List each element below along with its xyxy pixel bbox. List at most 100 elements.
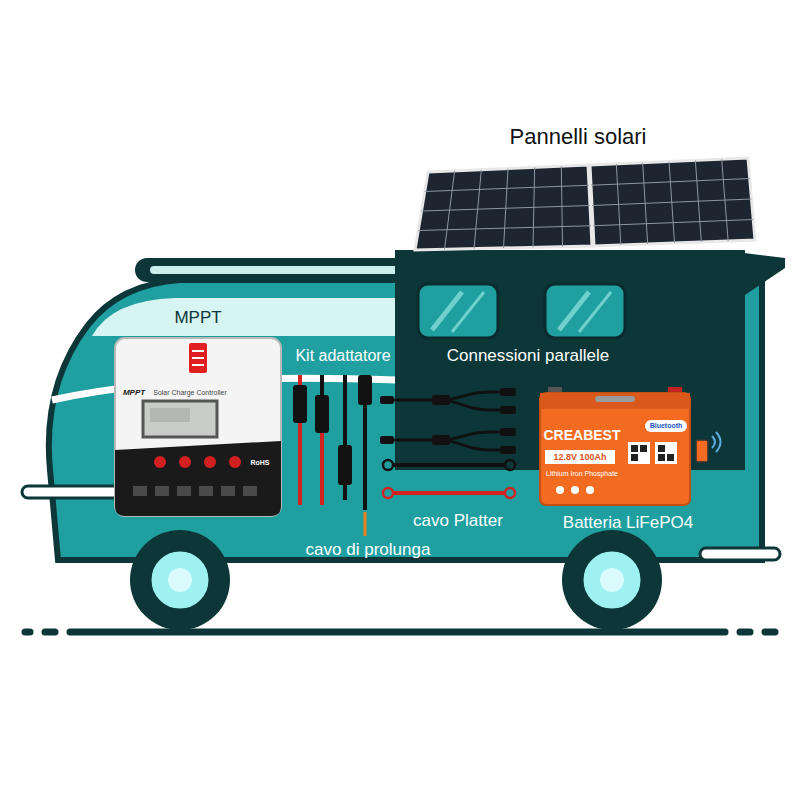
mc4-plug xyxy=(380,396,394,404)
title-label: Pannelli solari xyxy=(510,124,647,149)
battery xyxy=(595,396,635,402)
battery xyxy=(645,420,687,432)
battery-cable xyxy=(393,463,505,467)
phone-icon xyxy=(712,436,715,448)
panel-cell-line xyxy=(591,179,750,186)
panel-cell-line xyxy=(425,185,589,191)
device-text: Bluetooth xyxy=(650,422,683,430)
mc4-plug xyxy=(500,428,516,436)
mc4-plug xyxy=(500,388,516,396)
battery xyxy=(540,393,690,505)
adapter-cable xyxy=(363,405,367,510)
charge-controller xyxy=(192,364,204,366)
mc4-plug xyxy=(432,395,450,405)
part-label: cavo di prolunga xyxy=(306,540,431,560)
panel-cell-line xyxy=(593,220,753,226)
charge-controller xyxy=(115,338,281,516)
charge-controller xyxy=(133,486,147,496)
phone-icon xyxy=(696,432,721,462)
adapter-cable xyxy=(320,433,324,505)
battery xyxy=(540,387,690,505)
pop-up-roof xyxy=(395,250,745,470)
van-body xyxy=(150,266,405,274)
panel-cell-line xyxy=(592,199,752,206)
device-text: MPPT xyxy=(123,388,145,397)
wheel xyxy=(562,530,662,630)
charge-controller xyxy=(143,401,217,437)
battery xyxy=(631,445,638,452)
ground-line xyxy=(740,629,750,636)
battery-cable xyxy=(505,460,515,470)
pop-up-roof xyxy=(579,292,611,332)
battery xyxy=(586,486,594,494)
battery xyxy=(658,454,665,461)
battery-cable xyxy=(383,460,515,498)
battery xyxy=(667,454,674,461)
van-body xyxy=(700,548,780,560)
mc4-plug xyxy=(432,435,450,445)
parallel-connector xyxy=(390,392,505,450)
pop-up-roof xyxy=(395,250,785,470)
wheel xyxy=(600,568,624,592)
battery-cable xyxy=(393,491,505,495)
part-label: Connessioni parallele xyxy=(447,346,610,366)
battery-cable xyxy=(383,460,393,470)
battery-cable xyxy=(505,488,515,498)
charge-controller xyxy=(229,456,241,468)
charge-controller xyxy=(150,408,190,422)
battery xyxy=(628,442,650,464)
mc4-plug xyxy=(380,388,516,454)
part-label: Kit adattatore xyxy=(295,347,390,365)
solar-panel xyxy=(590,158,755,246)
part-label: Batteria LiFePO4 xyxy=(563,513,693,533)
solar-panel xyxy=(415,158,755,250)
phone-icon xyxy=(696,440,708,462)
wheel xyxy=(168,568,192,592)
battery xyxy=(658,445,665,452)
battery xyxy=(540,393,690,409)
device-text: RoHS xyxy=(250,459,269,467)
charge-controller xyxy=(154,456,166,468)
charge-controller xyxy=(243,486,257,496)
pop-up-roof xyxy=(545,284,625,338)
pop-up-roof xyxy=(418,284,498,338)
charge-controller xyxy=(115,441,281,516)
pop-up-roof xyxy=(452,292,484,332)
charge-controller xyxy=(192,350,204,352)
phone-icon xyxy=(716,432,721,452)
mc4-plug xyxy=(380,436,394,444)
wheel xyxy=(150,550,210,610)
battery xyxy=(640,445,647,452)
wheel xyxy=(130,530,662,630)
leader-line xyxy=(365,512,366,536)
part-label: cavo Platter xyxy=(413,511,503,531)
charge-controller xyxy=(115,338,281,516)
battery xyxy=(631,454,638,461)
ground-line xyxy=(70,629,725,636)
solar-panel xyxy=(415,165,592,250)
panel-cell-line xyxy=(418,226,591,231)
charge-controller xyxy=(221,486,235,496)
mc4-plug xyxy=(500,406,516,414)
wheel xyxy=(582,550,642,610)
charge-controller xyxy=(199,486,213,496)
battery xyxy=(545,450,615,464)
charge-controller xyxy=(179,456,191,468)
adapter-cable xyxy=(293,385,307,423)
battery xyxy=(571,486,579,494)
ground-line xyxy=(765,629,775,636)
part-label: MPPT xyxy=(174,308,221,328)
charge-controller xyxy=(155,486,169,496)
adapter-cable xyxy=(315,395,329,433)
ground-line xyxy=(25,629,30,636)
adapter-cable xyxy=(358,375,372,405)
charge-controller xyxy=(189,343,207,373)
charge-controller xyxy=(204,456,216,468)
leader-line xyxy=(364,512,367,536)
device-text: 12.8V 100Ah xyxy=(553,452,606,462)
device-text: Solar Charge Controller xyxy=(153,389,227,397)
van-body xyxy=(135,258,420,282)
battery xyxy=(655,442,677,464)
